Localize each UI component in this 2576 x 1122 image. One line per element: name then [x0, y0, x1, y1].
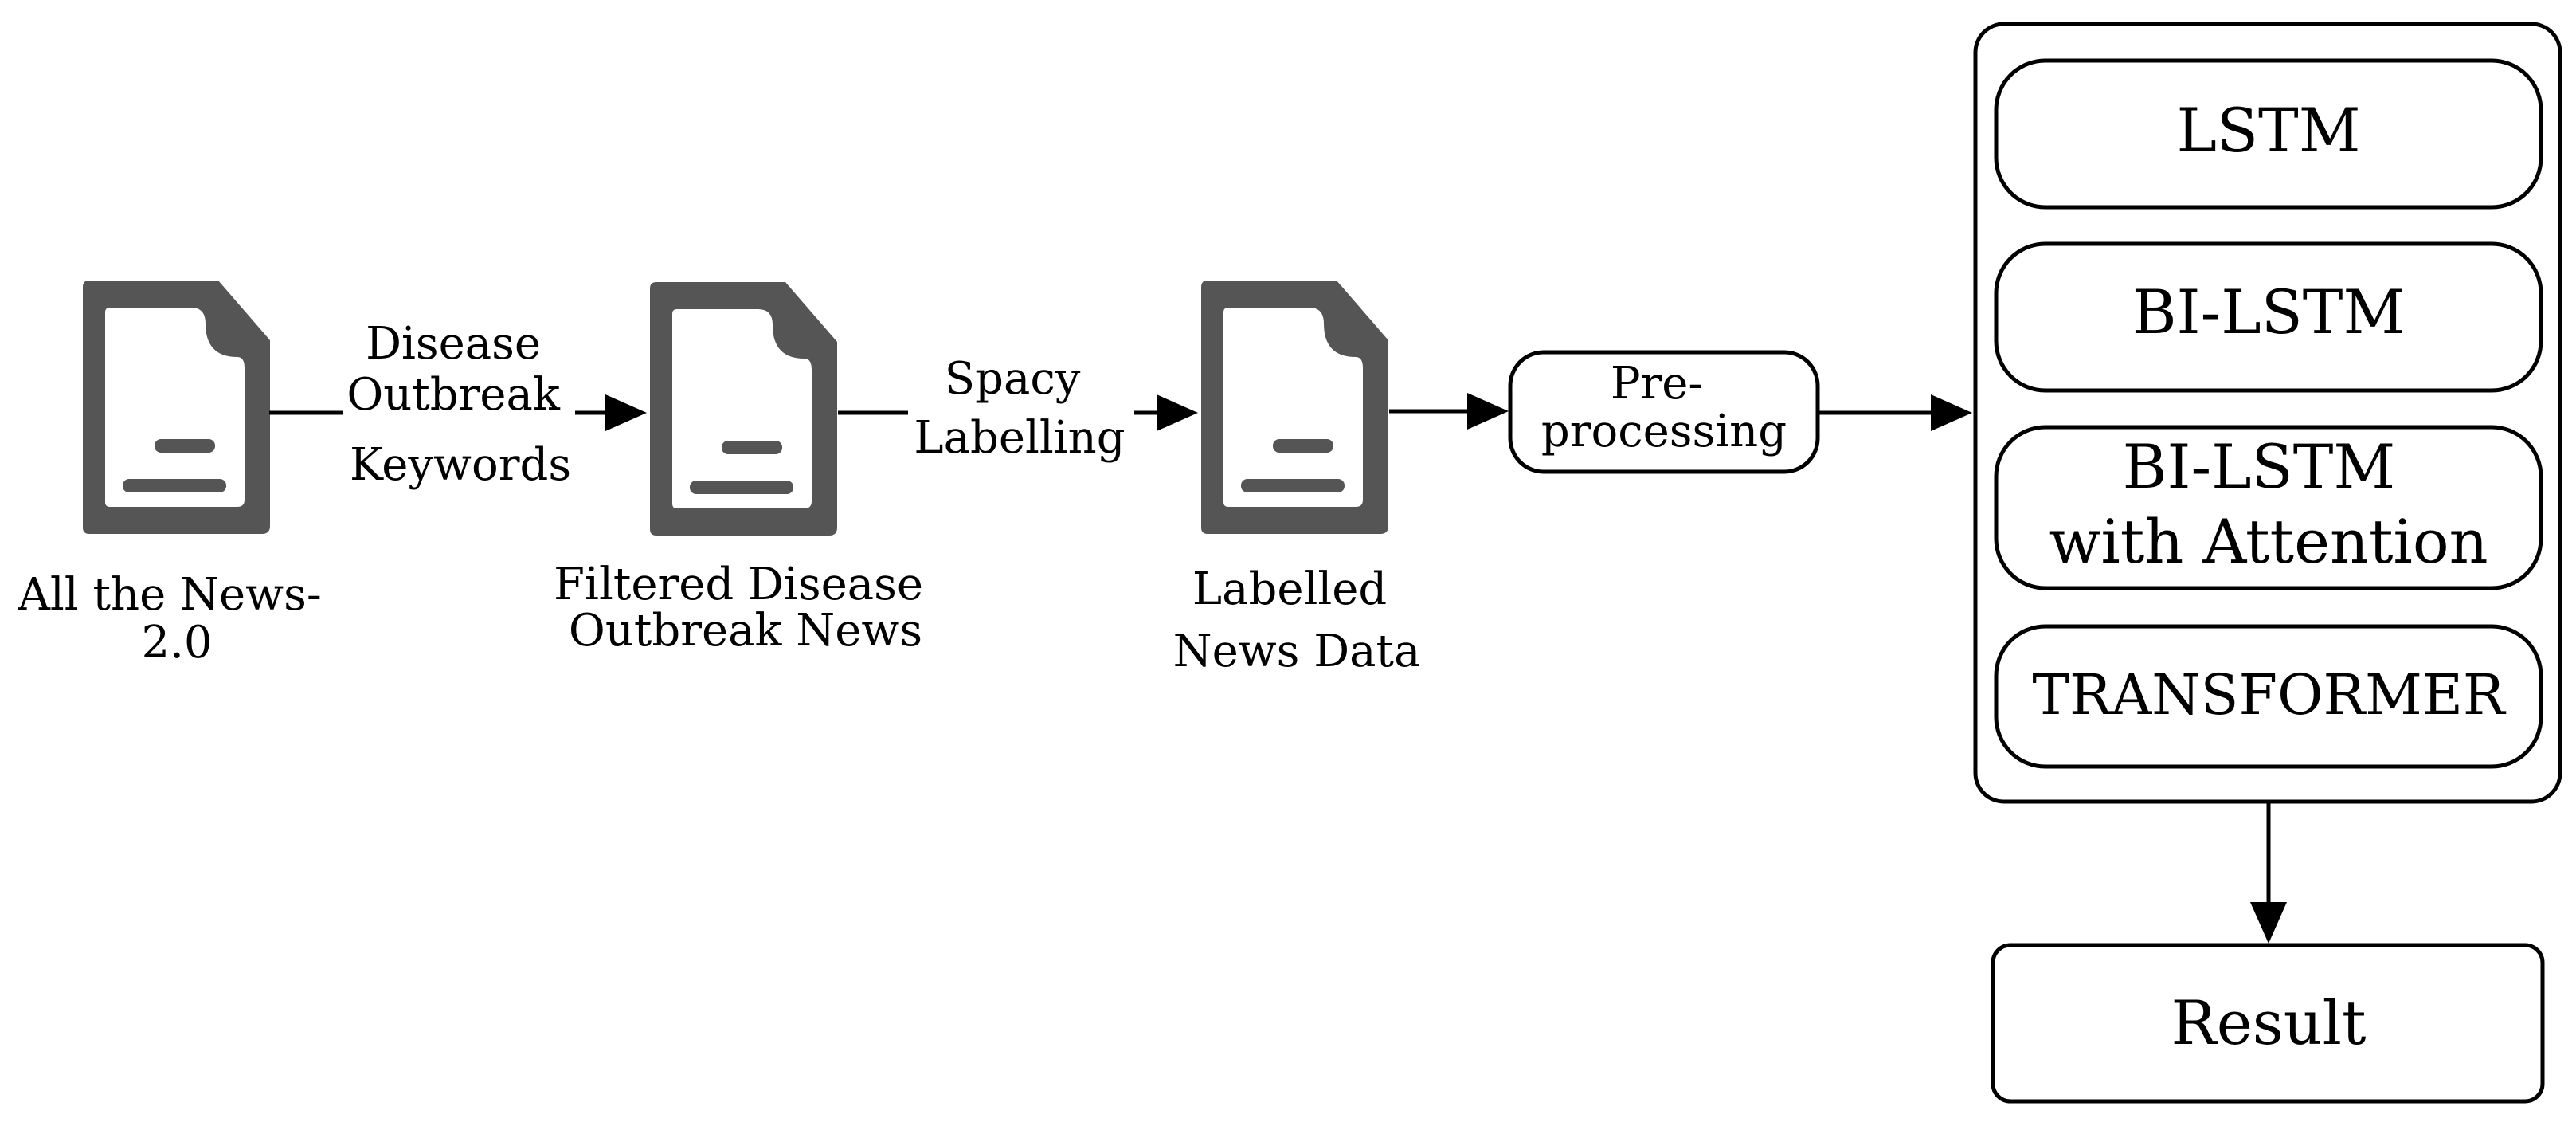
result-node [1991, 943, 2545, 1104]
document-icon [83, 280, 270, 534]
edge-keywords-label: Disease Outbreak Keywords [346, 318, 574, 491]
doc-caption-labelled: Labelled News Data [1173, 563, 1421, 677]
model-transformer-label: TRANSFORMER [2032, 662, 2507, 728]
model-lstm-label: LSTM [2176, 95, 2360, 166]
model-bi-lstm-attention-label: BI-LSTM with Attention [2049, 431, 2488, 577]
document-icon [650, 282, 837, 536]
model-bi-lstm-attention [1994, 425, 2543, 590]
edge-to-result-arrowhead [2250, 902, 2287, 944]
edge-to-models-arrowhead [1931, 394, 1972, 431]
edge-spacy-label: Spacy Labelling [914, 353, 1125, 464]
doc-caption-all-news: All the News- 2.0 [17, 569, 335, 669]
model-transformer [1994, 624, 2543, 769]
document-icon [1201, 280, 1388, 534]
preprocessing-node [1508, 350, 1820, 474]
preprocessing-label: Pre- processing [1541, 358, 1787, 457]
edge-to-preprocessing-arrowhead [1467, 393, 1509, 430]
edge-spacy-arrowhead [1157, 394, 1198, 431]
model-bi-lstm [1994, 241, 2543, 393]
edge-keywords-arrowhead [605, 394, 647, 431]
model-lstm [1994, 58, 2543, 210]
doc-caption-filtered: Filtered Disease Outbreak News [554, 559, 938, 657]
result-label: Result [2171, 987, 2367, 1058]
model-bi-lstm-label: BI-LSTM [2132, 277, 2406, 347]
